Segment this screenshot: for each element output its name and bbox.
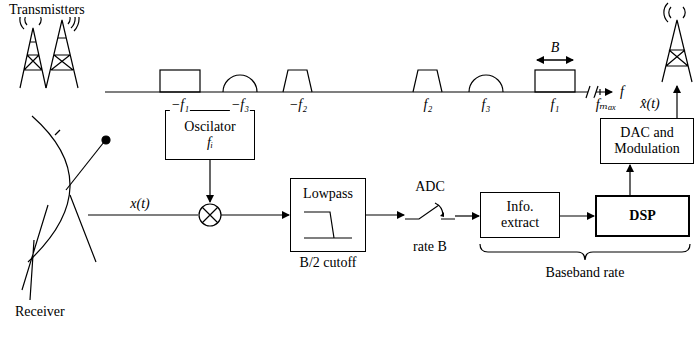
label: Transmistters [8,2,86,17]
filter-symbol [300,204,356,244]
label: Baseband rate [545,265,626,280]
label: B [550,40,561,55]
label: x(t) [129,196,150,211]
output-arrow [676,86,677,118]
node-text: Lowpass [303,186,353,202]
node-text: DSP [629,208,655,224]
spectrum-axis [105,60,612,98]
node-text: B/2 cutoff [300,255,357,271]
label: −f₃ [230,97,250,112]
connector [629,165,630,195]
oscillator-box: Oscilatorfᵢ [165,110,255,160]
dac-box: DAC and Modulation [600,118,694,164]
receiver-dish [22,116,110,300]
connector [560,215,594,216]
label: f₁ [550,97,561,112]
node-text: Info. extract [488,199,552,231]
label: x̂(t) [639,96,660,111]
transmitter-tower [20,10,46,88]
connector [455,215,479,216]
label: f₃ [481,97,492,112]
oscillator-wire [209,160,210,202]
process-box: Info. extract [480,192,560,238]
dsp-box: DSP [595,195,690,237]
node-text: rate B [413,239,447,255]
label: f₂ [423,97,434,112]
adc-switch: ADCrate B [405,197,455,235]
mixer [199,204,221,226]
node-text: ADC [415,179,445,195]
label: fₘₐₓ [595,97,618,112]
brace [480,244,690,260]
label: −f₁ [170,97,190,112]
switch-symbol [405,199,455,233]
transmitter-tower [46,6,79,88]
node-text: fᵢ [207,135,213,151]
label: −f₂ [288,97,308,112]
signal-wire [88,214,198,215]
lowpass-box: LowpassB/2 cutoff [290,178,366,252]
connector [366,214,404,215]
mixer-wire [221,214,289,215]
node-text: Oscilator [184,119,235,135]
label: f [619,84,625,99]
node-text: DAC and Modulation [607,125,687,157]
label: Receiver [14,304,66,319]
transmitter-tower [662,3,692,82]
